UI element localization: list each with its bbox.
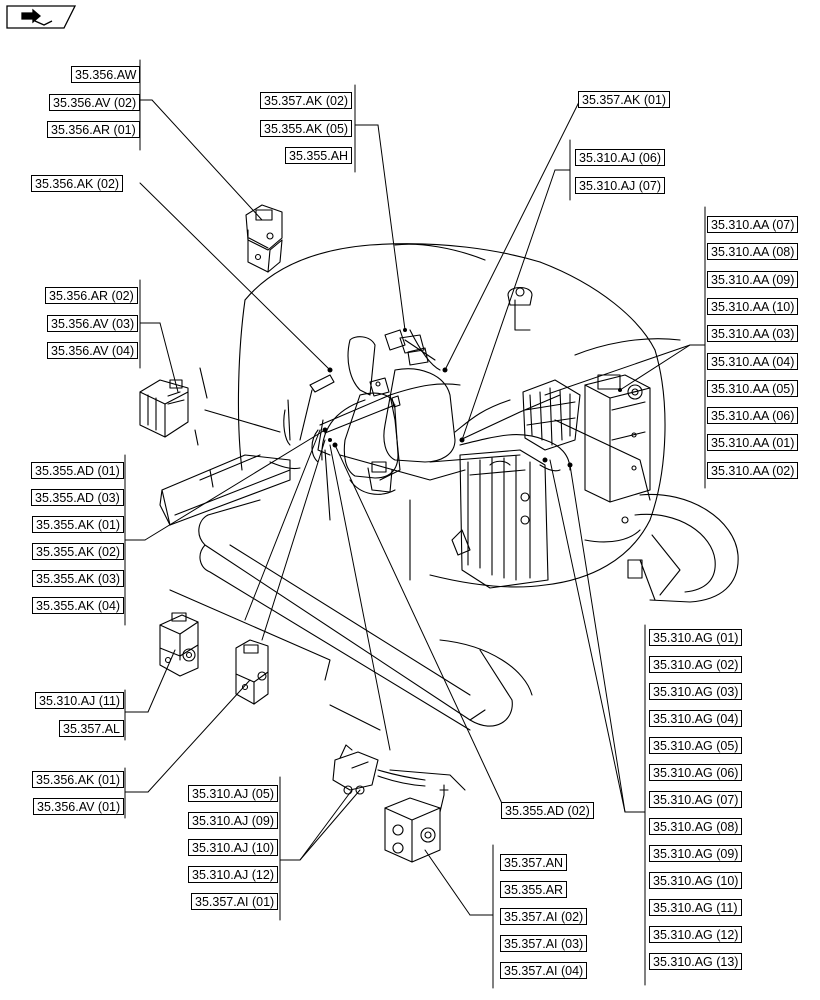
ref-label-ad-single-1[interactable]: 35.355.AD (02) [501,802,594,819]
ref-label-ag-list-3[interactable]: 35.310.AG (03) [649,683,743,700]
ref-label-aa-list-3[interactable]: 35.310.AA (09) [707,271,799,288]
ref-label-aj-bottom-1[interactable]: 35.310.AJ (05) [188,785,278,802]
ref-label-left-main-3[interactable]: 35.355.AK (01) [32,516,125,533]
solenoid-valve-large [384,784,449,863]
ground-guides [169,367,466,791]
ref-label-top-left-2[interactable]: 35.356.AV (02) [49,94,141,111]
relay-block [522,379,581,451]
dozer-blade [159,454,301,526]
ref-label-aa-list-1[interactable]: 35.310.AA (07) [707,216,799,233]
ref-label-ag-list-10[interactable]: 35.310.AG (10) [649,872,743,889]
ref-label-left-mid-2[interactable]: 35.356.AV (03) [47,315,139,332]
ref-label-aa-list-7[interactable]: 35.310.AA (05) [707,380,799,397]
radiator-unit [451,449,549,589]
ref-label-top-center-3[interactable]: 35.355.AH [285,147,353,164]
ref-label-left-bottom-1[interactable]: 35.356.AK (01) [32,771,125,788]
switch-component-bottom [235,639,269,705]
ref-label-left-low-1[interactable]: 35.310.AJ (11) [35,692,125,709]
ref-label-left-main-4[interactable]: 35.355.AK (02) [32,543,125,560]
ref-label-left-main-5[interactable]: 35.355.AK (03) [32,570,125,587]
control-levers [283,374,335,463]
ref-label-aj-right-1[interactable]: 35.310.AJ (06) [575,149,665,166]
ref-label-ag-list-6[interactable]: 35.310.AG (06) [649,764,743,781]
track-right [627,493,739,603]
ref-label-an-list-5[interactable]: 35.357.AI (04) [500,962,588,979]
ref-label-ag-list-1[interactable]: 35.310.AG (01) [649,629,743,646]
ref-label-ag-list-5[interactable]: 35.310.AG (05) [649,737,743,754]
ref-label-left-main-1[interactable]: 35.355.AD (01) [31,462,124,479]
ref-label-left-main-6[interactable]: 35.355.AK (04) [32,597,125,614]
track-left [198,499,533,731]
ref-label-aj-bottom-4[interactable]: 35.310.AJ (12) [188,866,278,883]
ref-label-ag-list-7[interactable]: 35.310.AG (07) [649,791,743,808]
ref-label-aj-bottom-5[interactable]: 35.357.AI (01) [191,893,279,910]
ref-label-top-left-3[interactable]: 35.356.AR (01) [47,121,140,138]
ref-label-left-mid-3[interactable]: 35.356.AV (04) [47,342,139,359]
ref-label-aj-bottom-3[interactable]: 35.310.AJ (10) [188,839,278,856]
switch-component-top [245,204,283,273]
ref-label-ag-list-12[interactable]: 35.310.AG (12) [649,926,743,943]
switch-panel-left [139,379,189,438]
ref-label-left-low-2[interactable]: 35.357.AL [59,720,124,737]
ref-label-aa-list-5[interactable]: 35.310.AA (03) [707,325,799,342]
small-connector-seat [369,377,401,408]
ref-label-ag-list-11[interactable]: 35.310.AG (11) [649,899,742,916]
connector-cluster-top [384,329,429,366]
next-page-icon[interactable] [6,5,77,29]
ref-label-ag-list-8[interactable]: 35.310.AG (08) [649,818,743,835]
ref-label-aj-bottom-2[interactable]: 35.310.AJ (09) [188,812,278,829]
fuse-box [584,374,651,503]
ref-label-left-bottom-2[interactable]: 35.356.AV (01) [33,798,125,815]
valve-block-left [159,612,199,677]
ref-label-aa-list-8[interactable]: 35.310.AA (06) [707,407,799,424]
connector-points [322,328,622,468]
ref-label-ag-list-9[interactable]: 35.310.AG (09) [649,845,743,862]
ref-label-left-main-2[interactable]: 35.355.AD (03) [31,489,124,506]
ref-label-top-center-2[interactable]: 35.355.AK (05) [260,120,353,137]
ref-label-aa-list-4[interactable]: 35.310.AA (10) [707,298,799,315]
ref-label-an-list-1[interactable]: 35.357.AN [500,854,568,871]
ref-label-left-mid-1[interactable]: 35.356.AR (02) [45,287,138,304]
ref-label-aa-list-10[interactable]: 35.310.AA (02) [707,462,799,479]
ref-label-ag-list-4[interactable]: 35.310.AG (04) [649,710,743,727]
ref-label-aa-list-2[interactable]: 35.310.AA (08) [707,243,799,260]
ref-label-an-list-2[interactable]: 35.355.AR [500,881,568,898]
ref-label-aa-list-6[interactable]: 35.310.AA (04) [707,353,799,370]
ref-label-top-right-single-1[interactable]: 35.357.AK (01) [578,91,671,108]
ref-label-ag-list-2[interactable]: 35.310.AG (02) [649,656,743,673]
upper-structure [237,243,681,588]
ref-label-aj-right-2[interactable]: 35.310.AJ (07) [575,177,665,194]
ref-label-ak-single-1[interactable]: 35.356.AK (02) [31,175,124,192]
ref-label-top-left-1[interactable]: 35.356.AW [71,66,141,83]
wiring-harness [319,329,571,521]
ref-label-an-list-3[interactable]: 35.357.AI (02) [500,908,588,925]
ref-label-top-center-1[interactable]: 35.357.AK (02) [260,92,353,109]
leader-lines [124,59,706,989]
solenoid-valve-small [332,744,426,795]
ref-label-aa-list-9[interactable]: 35.310.AA (01) [707,434,799,451]
ref-label-an-list-4[interactable]: 35.357.AI (03) [500,935,588,952]
ref-label-ag-list-13[interactable]: 35.310.AG (13) [649,953,743,970]
